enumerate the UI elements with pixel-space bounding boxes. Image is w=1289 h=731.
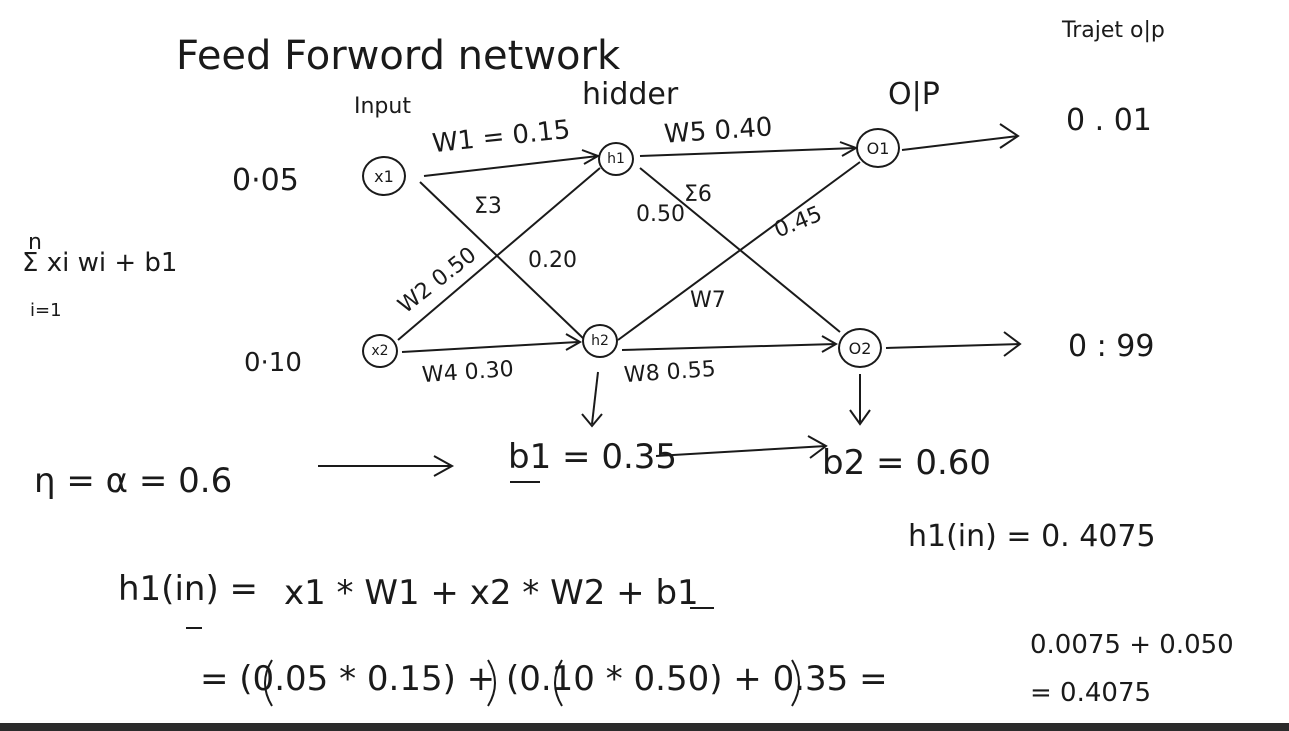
arrowhead-x2h2 bbox=[565, 333, 583, 351]
target-o2-value: 0 : 99 bbox=[1068, 329, 1155, 364]
weight-w5: W5 0.40 bbox=[663, 112, 774, 150]
bottom-bar bbox=[0, 723, 1289, 731]
arrowhead-o2 bbox=[1003, 331, 1022, 357]
input-layer-label: Input bbox=[354, 94, 411, 119]
learning-rate: η = α = 0.6 bbox=[34, 461, 233, 501]
h1-in-result: h1(in) = 0. 4075 bbox=[908, 519, 1156, 554]
edge-h2-o1 bbox=[617, 161, 861, 341]
edge-h1-o1 bbox=[639, 147, 857, 157]
arrowhead-h2o2 bbox=[821, 335, 839, 353]
weight-w3-label: Σ3 bbox=[474, 194, 502, 219]
output-layer-label: O|P bbox=[888, 77, 940, 112]
weight-w7-label: W7 bbox=[690, 288, 726, 313]
node-o1: O1 bbox=[856, 128, 900, 168]
arrowhead-b1b2 bbox=[807, 435, 828, 459]
node-o2: O2 bbox=[838, 328, 882, 368]
sum-formula: Σ xi wi + b1 bbox=[22, 248, 178, 278]
edge-x1-h2 bbox=[419, 181, 586, 341]
target-o1-value: 0 . 01 bbox=[1066, 103, 1152, 138]
arrow-h2-b1 bbox=[591, 371, 599, 425]
input-x2-value: 0·10 bbox=[244, 348, 302, 378]
paren-right-2 bbox=[791, 659, 800, 707]
edge-h2-o2 bbox=[621, 343, 837, 351]
bias-b2: b2 = 0.60 bbox=[822, 443, 992, 483]
node-x1: x1 bbox=[362, 156, 406, 196]
node-x2: x2 bbox=[362, 334, 398, 368]
h1-in-substitution: = (0.05 * 0.15) + (0.10 * 0.50) + 0.35 = bbox=[200, 659, 888, 699]
node-h2: h2 bbox=[582, 324, 618, 358]
h1-in-final: = 0.4075 bbox=[1030, 678, 1152, 708]
weight-w3: 0.20 bbox=[528, 248, 577, 273]
edge-x2-h1 bbox=[397, 167, 601, 341]
node-h1: h1 bbox=[598, 142, 634, 176]
h1-in-partial-sum: 0.0075 + 0.050 bbox=[1030, 630, 1234, 660]
sum-lower-limit: i=1 bbox=[30, 300, 62, 321]
bias-b1: b1 = 0.35 bbox=[508, 437, 678, 477]
paren-right-1 bbox=[487, 659, 496, 707]
paren-left-1 bbox=[264, 659, 273, 707]
arrowhead-b1-down bbox=[581, 413, 603, 428]
arrowhead-eta bbox=[433, 455, 455, 477]
h1-in-formula-rhs: x1 * W1 + x2 * W2 + b1 bbox=[284, 573, 699, 613]
weight-w6-label: Σ6 bbox=[684, 182, 712, 207]
paren-left-2 bbox=[554, 659, 563, 707]
edge-x1-h1 bbox=[423, 155, 599, 177]
input-x1-value: 0·05 bbox=[232, 163, 299, 198]
arrow-b1-b2 bbox=[655, 445, 827, 457]
edge-o2-target bbox=[885, 343, 1021, 349]
edge-x2-h2 bbox=[401, 341, 579, 353]
hidden-layer-label: hidder bbox=[582, 77, 679, 112]
edge-o1-target bbox=[901, 135, 1019, 151]
arrowhead-o1 bbox=[999, 123, 1020, 149]
target-label: Trajet o|p bbox=[1062, 18, 1165, 43]
arrowhead-b2-down bbox=[849, 409, 871, 426]
sum-upper-limit: n bbox=[28, 230, 42, 255]
diagram-title: Feed Forword network bbox=[176, 33, 621, 79]
h1-in-formula-lhs: h1(in) = bbox=[118, 569, 259, 609]
weight-w6: 0.50 bbox=[636, 202, 685, 227]
